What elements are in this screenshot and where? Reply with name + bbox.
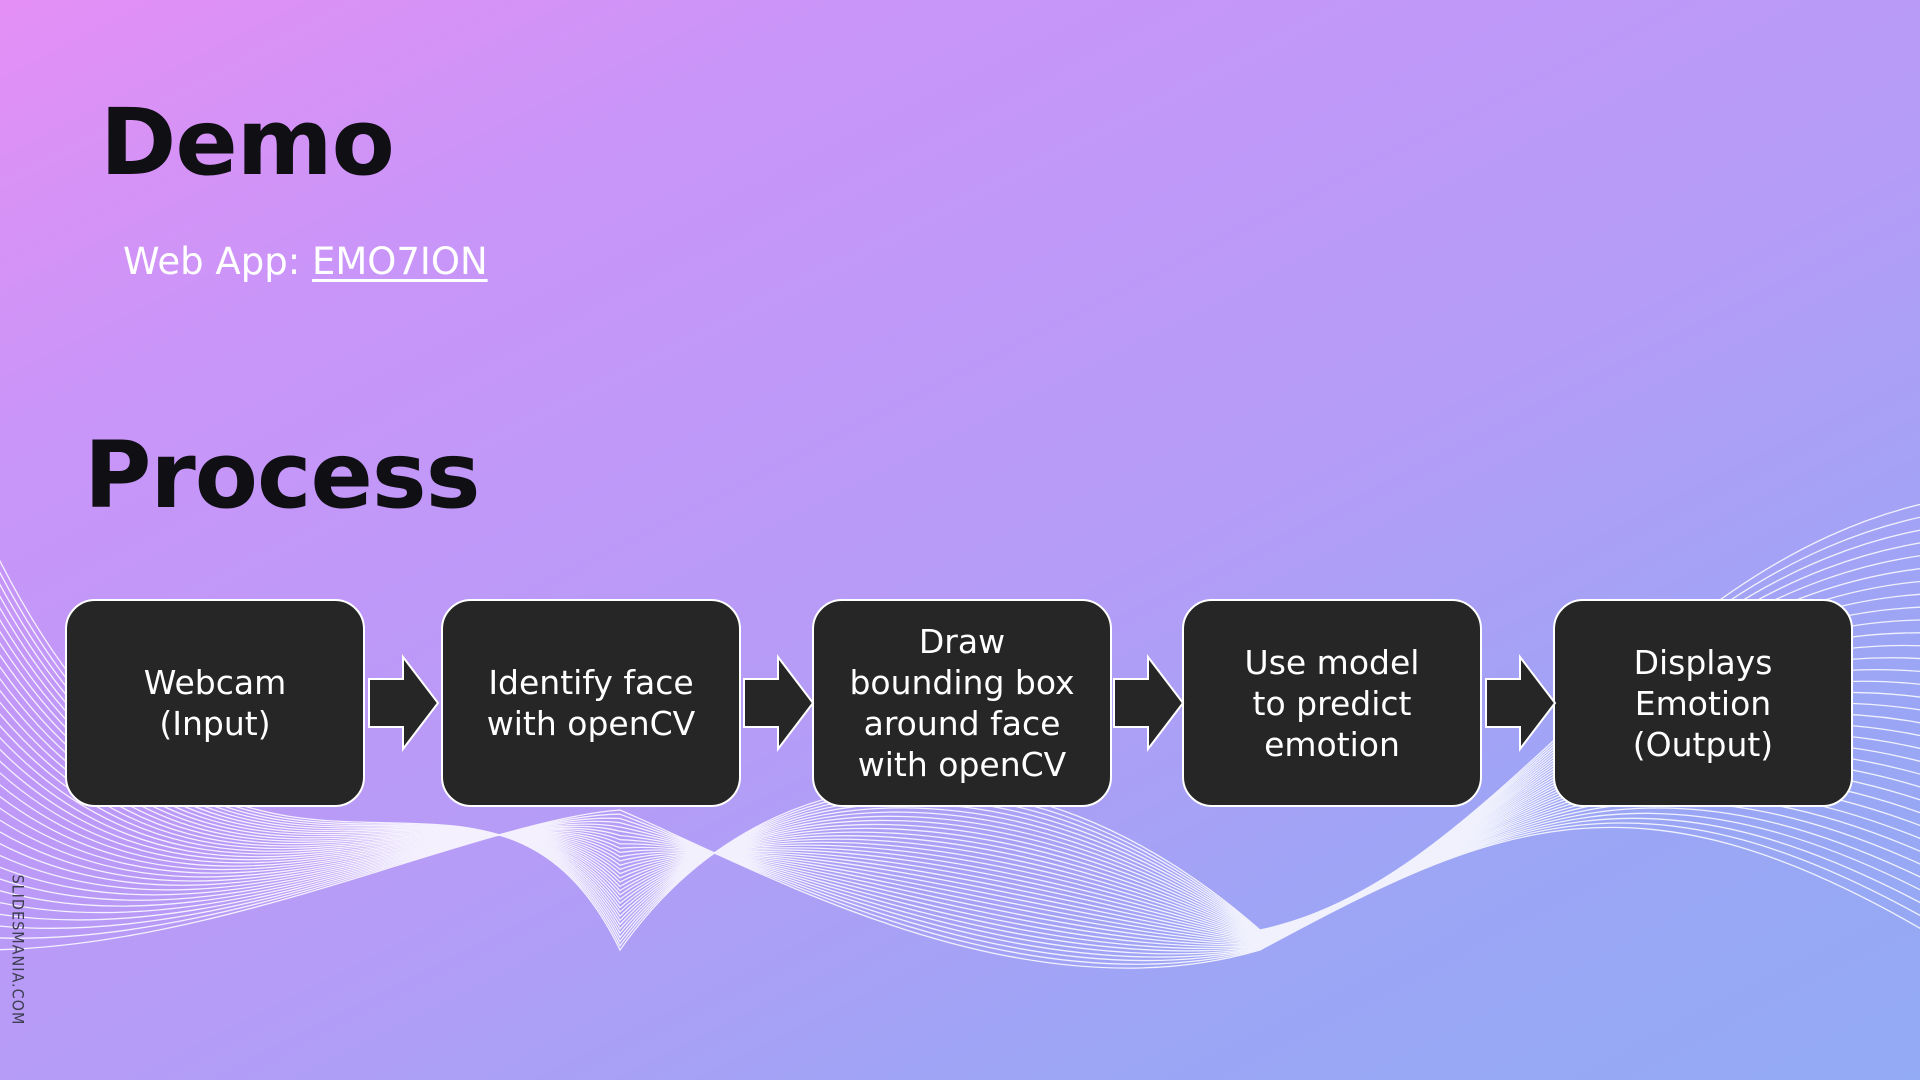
arrow-right-icon xyxy=(368,654,440,752)
step-label: Displays Emotion (Output) xyxy=(1632,642,1774,764)
step-label: Webcam (Input) xyxy=(143,663,287,743)
webapp-link[interactable]: EMO7ION xyxy=(311,240,488,283)
watermark-text: SLIDESMANIA.COM xyxy=(8,874,28,1026)
demo-title: Demo xyxy=(100,89,395,196)
step-display-emotion-output: Displays Emotion (Output) xyxy=(1553,599,1853,807)
step-webcam-input: Webcam (Input) xyxy=(65,599,365,807)
step-draw-bounding-box: Draw bounding box around face with openC… xyxy=(812,599,1112,807)
process-title: Process xyxy=(84,422,480,529)
step-label: Identify face with openCV xyxy=(486,663,696,743)
webapp-line: Web App: EMO7ION xyxy=(123,240,488,284)
arrow-right-icon xyxy=(743,654,815,752)
step-identify-face: Identify face with openCV xyxy=(441,599,741,807)
arrow-right-icon xyxy=(1485,654,1557,752)
step-label: Draw bounding box around face with openC… xyxy=(849,622,1075,784)
step-predict-emotion: Use model to predict emotion xyxy=(1182,599,1482,807)
step-label: Use model to predict emotion xyxy=(1244,642,1420,764)
webapp-label: Web App: xyxy=(123,240,312,283)
arrow-right-icon xyxy=(1113,654,1185,752)
